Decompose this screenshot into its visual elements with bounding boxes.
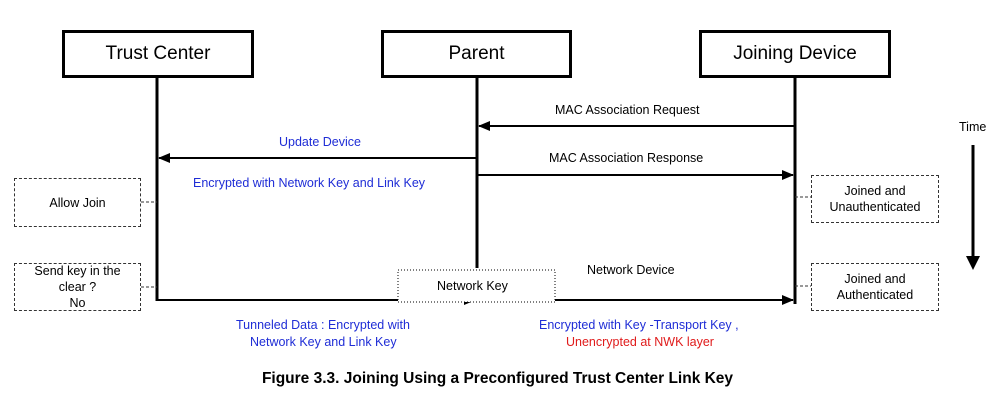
send-key-line3: No	[69, 296, 86, 310]
tunneled-data-line1: Tunneled Data : Encrypted with	[236, 318, 410, 332]
joined-auth-line1: Joined and	[844, 272, 906, 286]
trust-center-box: Trust Center	[62, 30, 254, 78]
time-label: Time	[959, 120, 987, 134]
mac-assoc-response-label: MAC Association Response	[549, 151, 704, 165]
mac-assoc-request-label: MAC Association Request	[555, 103, 700, 117]
network-device-label: Network Device	[587, 263, 675, 277]
tunneled-data-line2: Network Key and Link Key	[250, 335, 397, 349]
allow-join-note: Allow Join	[14, 178, 141, 227]
network-key-label: Network Key	[437, 279, 508, 293]
figure-caption: Figure 3.3. Joining Using a Preconfigure…	[261, 370, 734, 387]
send-key-line1: Send key in the	[34, 264, 121, 278]
transport-key-line1: Encrypted with Key -Transport Key ,	[539, 318, 739, 332]
transport-key-line2: Unencrypted at NWK layer	[566, 335, 714, 349]
send-key-note: Send key in the clear ? No	[14, 263, 141, 311]
joined-auth-line2: Authenticated	[836, 288, 914, 302]
parent-box: Parent	[381, 30, 572, 78]
joining-device-box: Joining Device	[699, 30, 891, 78]
time-arrowhead	[966, 256, 980, 270]
joined-auth-note: Joined and Authenticated	[811, 263, 939, 311]
joined-unauth-note: Joined and Unauthenticated	[811, 175, 939, 223]
joined-unauth-line1: Joined and	[844, 184, 906, 198]
allow-join-text: Allow Join	[49, 195, 106, 210]
update-device-label: Update Device	[279, 135, 361, 149]
send-key-line2: clear ?	[58, 280, 97, 294]
joined-unauth-line2: Unauthenticated	[829, 200, 921, 214]
update-device-note: Encrypted with Network Key and Link Key	[193, 176, 426, 190]
